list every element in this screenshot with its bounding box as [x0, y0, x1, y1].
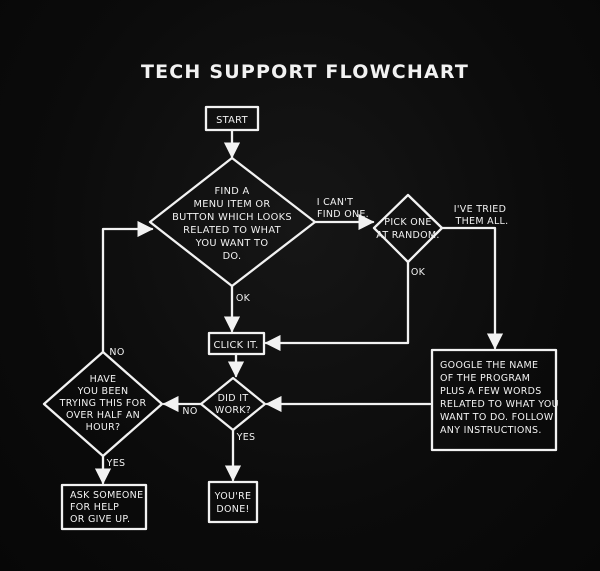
- ask-text-1: ASK SOMEONE: [70, 490, 143, 501]
- svg-text:WANT TO DO. FOLLOW: WANT TO DO. FOLLOW: [440, 412, 554, 423]
- work-text-1: DID IT: [218, 393, 249, 404]
- work-diamond: [199, 376, 267, 432]
- svg-text:TRYING THIS FOR: TRYING THIS FOR: [59, 398, 147, 409]
- svg-text:GOOGLE THE NAME: GOOGLE THE NAME: [440, 360, 538, 371]
- svg-text:RELATED TO WHAT YOU: RELATED TO WHAT YOU: [440, 399, 559, 410]
- svg-text:ANY INSTRUCTIONS.: ANY INSTRUCTIONS.: [440, 425, 542, 436]
- edge-label-ok-find: OK: [236, 293, 251, 304]
- edge-label-tried-1: I'VE TRIED: [454, 204, 506, 215]
- svg-text:BUTTON WHICH LOOKS: BUTTON WHICH LOOKS: [172, 212, 292, 223]
- diagram-title: TECH SUPPORT FLOWCHART: [141, 61, 469, 83]
- svg-text:HOUR?: HOUR?: [86, 422, 121, 433]
- google-text: GOOGLE THE NAME OF THE PROGRAM PLUS A FE…: [440, 360, 559, 436]
- done-text-1: YOU'RE: [214, 491, 252, 502]
- edge-label-no-work: NO: [182, 406, 197, 417]
- edge-trying-find: [101, 220, 154, 354]
- work-text-2: WORK?: [215, 405, 251, 416]
- svg-text:MENU ITEM OR: MENU ITEM OR: [193, 199, 270, 210]
- edge-pick-click: [264, 260, 410, 352]
- edge-label-yes-trying: YES: [106, 458, 126, 469]
- svg-text:OVER HALF AN: OVER HALF AN: [66, 410, 140, 421]
- pick-text-2: AT RANDOM.: [376, 230, 439, 241]
- find-text: FIND A MENU ITEM OR BUTTON WHICH LOOKS R…: [172, 186, 292, 262]
- svg-text:PLUS A FEW WORDS: PLUS A FEW WORDS: [440, 386, 542, 397]
- pick-text-1: PICK ONE: [384, 217, 431, 228]
- edge-label-no-trying: NO: [109, 347, 124, 358]
- ask-text-3: OR GIVE UP.: [70, 514, 130, 525]
- svg-text:DO.: DO.: [223, 251, 242, 262]
- svg-text:RELATED TO WHAT: RELATED TO WHAT: [183, 225, 281, 236]
- edge-label-cant-find-2: FIND ONE.: [317, 209, 369, 220]
- edge-pick-google: [440, 226, 504, 350]
- ask-box: [60, 483, 148, 531]
- svg-text:YOU BEEN: YOU BEEN: [77, 386, 129, 397]
- done-text-2: DONE!: [216, 504, 249, 515]
- svg-text:OF THE PROGRAM: OF THE PROGRAM: [440, 373, 530, 384]
- ask-text-2: FOR HELP: [70, 502, 119, 513]
- svg-text:HAVE: HAVE: [90, 374, 117, 385]
- edge-label-yes-work: YES: [236, 432, 256, 443]
- edge-label-ok-pick: OK: [411, 267, 426, 278]
- trying-text: HAVE YOU BEEN TRYING THIS FOR OVER HALF …: [59, 374, 147, 433]
- pick-diamond: [372, 193, 444, 264]
- edge-label-cant-find-1: I CAN'T: [317, 197, 354, 208]
- svg-text:YOU WANT TO: YOU WANT TO: [195, 238, 269, 249]
- click-label: CLICK IT.: [213, 340, 258, 351]
- done-box: [207, 480, 259, 524]
- google-box: [430, 348, 558, 452]
- start-label: START: [216, 115, 248, 126]
- edge-label-tried-2: THEM ALL.: [455, 216, 509, 227]
- svg-text:FIND A: FIND A: [214, 186, 249, 197]
